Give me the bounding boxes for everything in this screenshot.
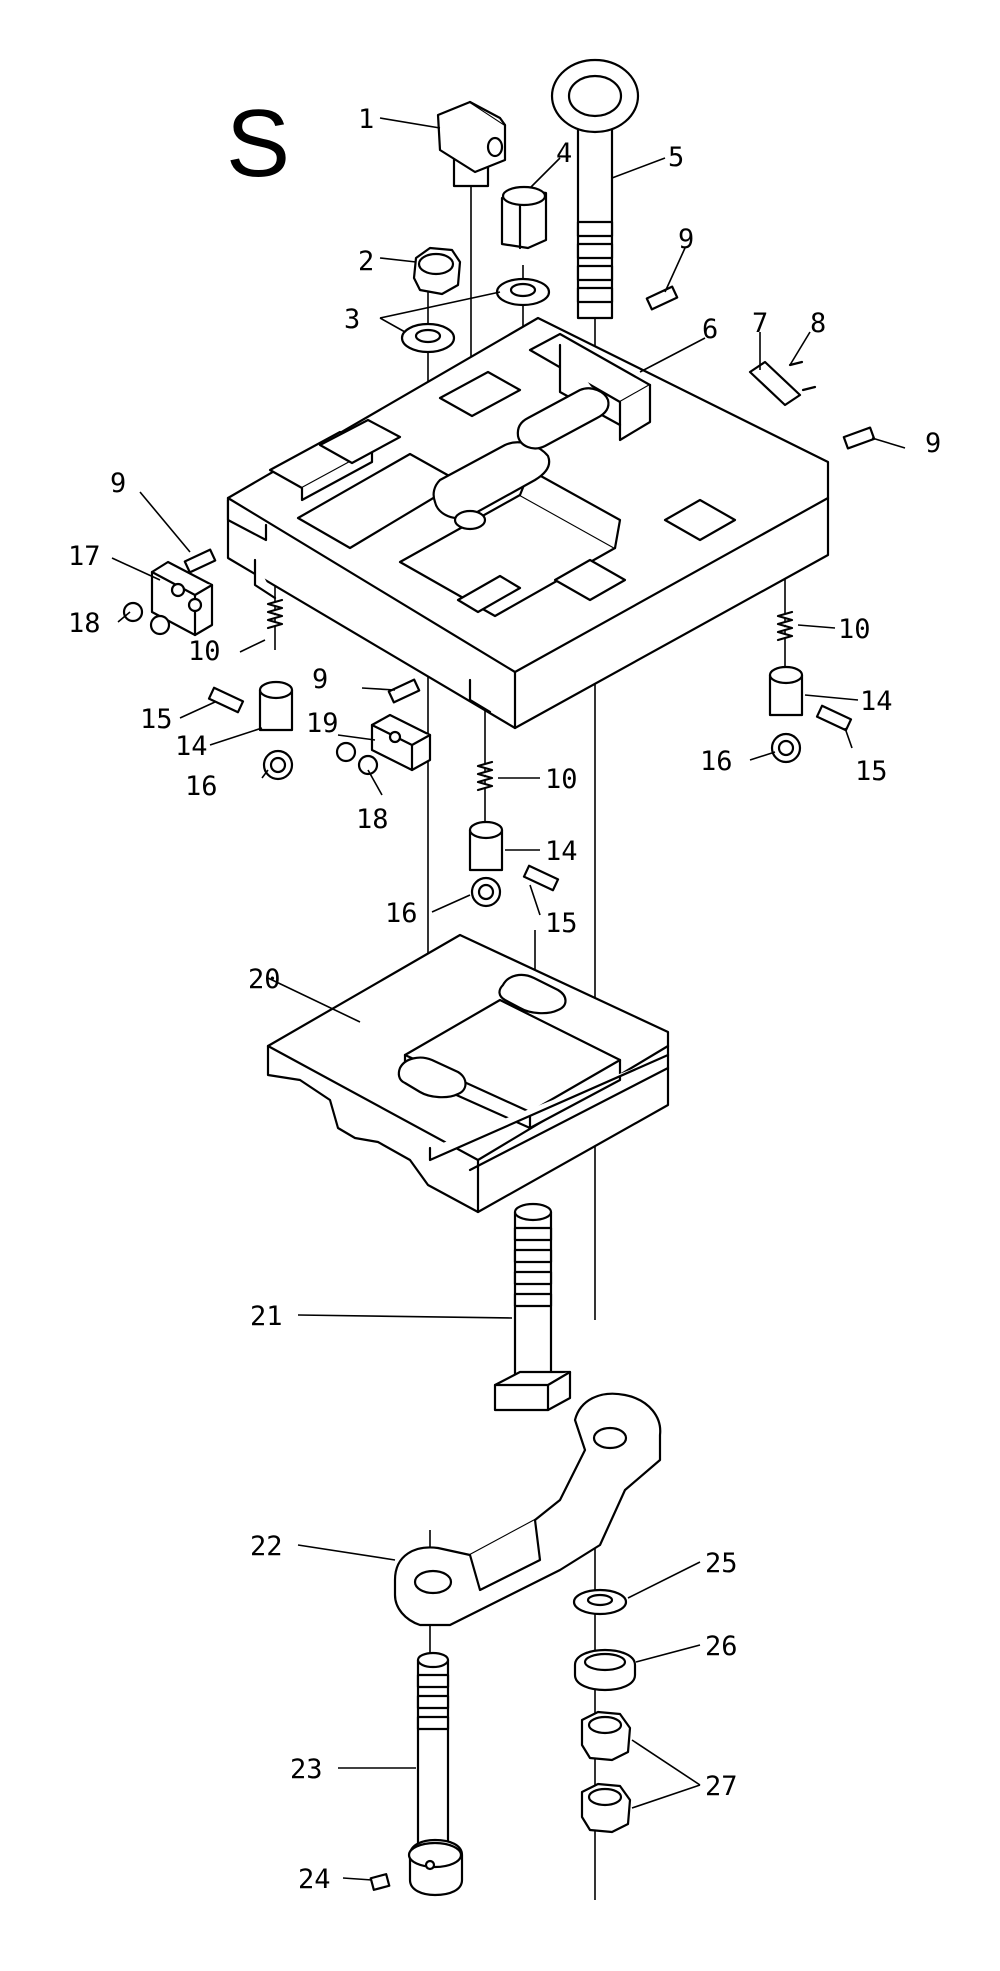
callout-5: 5 — [668, 142, 684, 173]
callout-9-right: 9 — [925, 428, 941, 459]
callout-15-left: 15 — [140, 704, 173, 735]
callout-2: 2 — [358, 246, 374, 277]
callout-14-left: 14 — [175, 731, 208, 762]
callout-20: 20 — [248, 964, 281, 995]
callout-18-left: 18 — [68, 608, 101, 639]
hex-nut-tall — [500, 185, 548, 250]
callout-27: 27 — [705, 1771, 738, 1802]
callout-17: 17 — [68, 541, 101, 572]
callout-10-middle: 10 — [545, 764, 578, 795]
callout-10-right: 10 — [838, 614, 871, 645]
callout-24: 24 — [298, 1864, 331, 1895]
eye-bolt — [550, 58, 640, 320]
callout-16-middle: 16 — [385, 898, 418, 929]
callout-16-left: 16 — [185, 771, 218, 802]
set-screws — [183, 285, 876, 704]
leader-lines — [111, 117, 906, 1881]
left-gib-plate — [122, 560, 214, 637]
callout-7: 7 — [752, 308, 768, 339]
callout-14-middle: 14 — [545, 836, 578, 867]
callout-9-front: 9 — [312, 664, 328, 695]
callout-9-left: 9 — [110, 468, 126, 499]
clamp-lever — [436, 100, 507, 188]
callout-26: 26 — [705, 1631, 738, 1662]
set-screw — [369, 1873, 391, 1891]
callout-25: 25 — [705, 1548, 738, 1579]
callout-15-right: 15 — [855, 756, 888, 787]
main-table — [226, 316, 830, 730]
t-bolt — [493, 1202, 572, 1412]
callout-18-right: 18 — [356, 804, 389, 835]
callout-8: 8 — [810, 308, 826, 339]
washer-stack — [572, 1588, 637, 1834]
right-gib-plate — [335, 713, 432, 776]
plunger-set-right — [768, 610, 853, 764]
callout-16-right: 16 — [700, 746, 733, 777]
plunger-set-middle — [468, 760, 560, 908]
callout-14-right: 14 — [860, 686, 893, 717]
callout-10-left: 10 — [188, 636, 221, 667]
callout-23: 23 — [290, 1754, 323, 1785]
lower-carriage — [266, 933, 670, 1214]
callout-labels: 1 2 3 4 5 6 7 8 9 9 9 9 10 10 10 14 14 1… — [68, 104, 941, 1895]
hex-nut — [412, 246, 462, 296]
callout-6: 6 — [702, 314, 718, 345]
callout-21: 21 — [250, 1301, 283, 1332]
plunger-set-left — [207, 598, 294, 781]
connecting-bracket — [393, 1392, 662, 1627]
callout-22: 22 — [250, 1531, 283, 1562]
callout-3: 3 — [344, 304, 360, 335]
callout-4: 4 — [556, 138, 572, 169]
callout-1: 1 — [358, 104, 374, 135]
callout-19: 19 — [306, 708, 339, 739]
section-letter: S — [226, 90, 290, 197]
pivot-pin — [407, 1651, 464, 1897]
callout-9-top: 9 — [678, 224, 694, 255]
callout-15-middle: 15 — [545, 908, 578, 939]
